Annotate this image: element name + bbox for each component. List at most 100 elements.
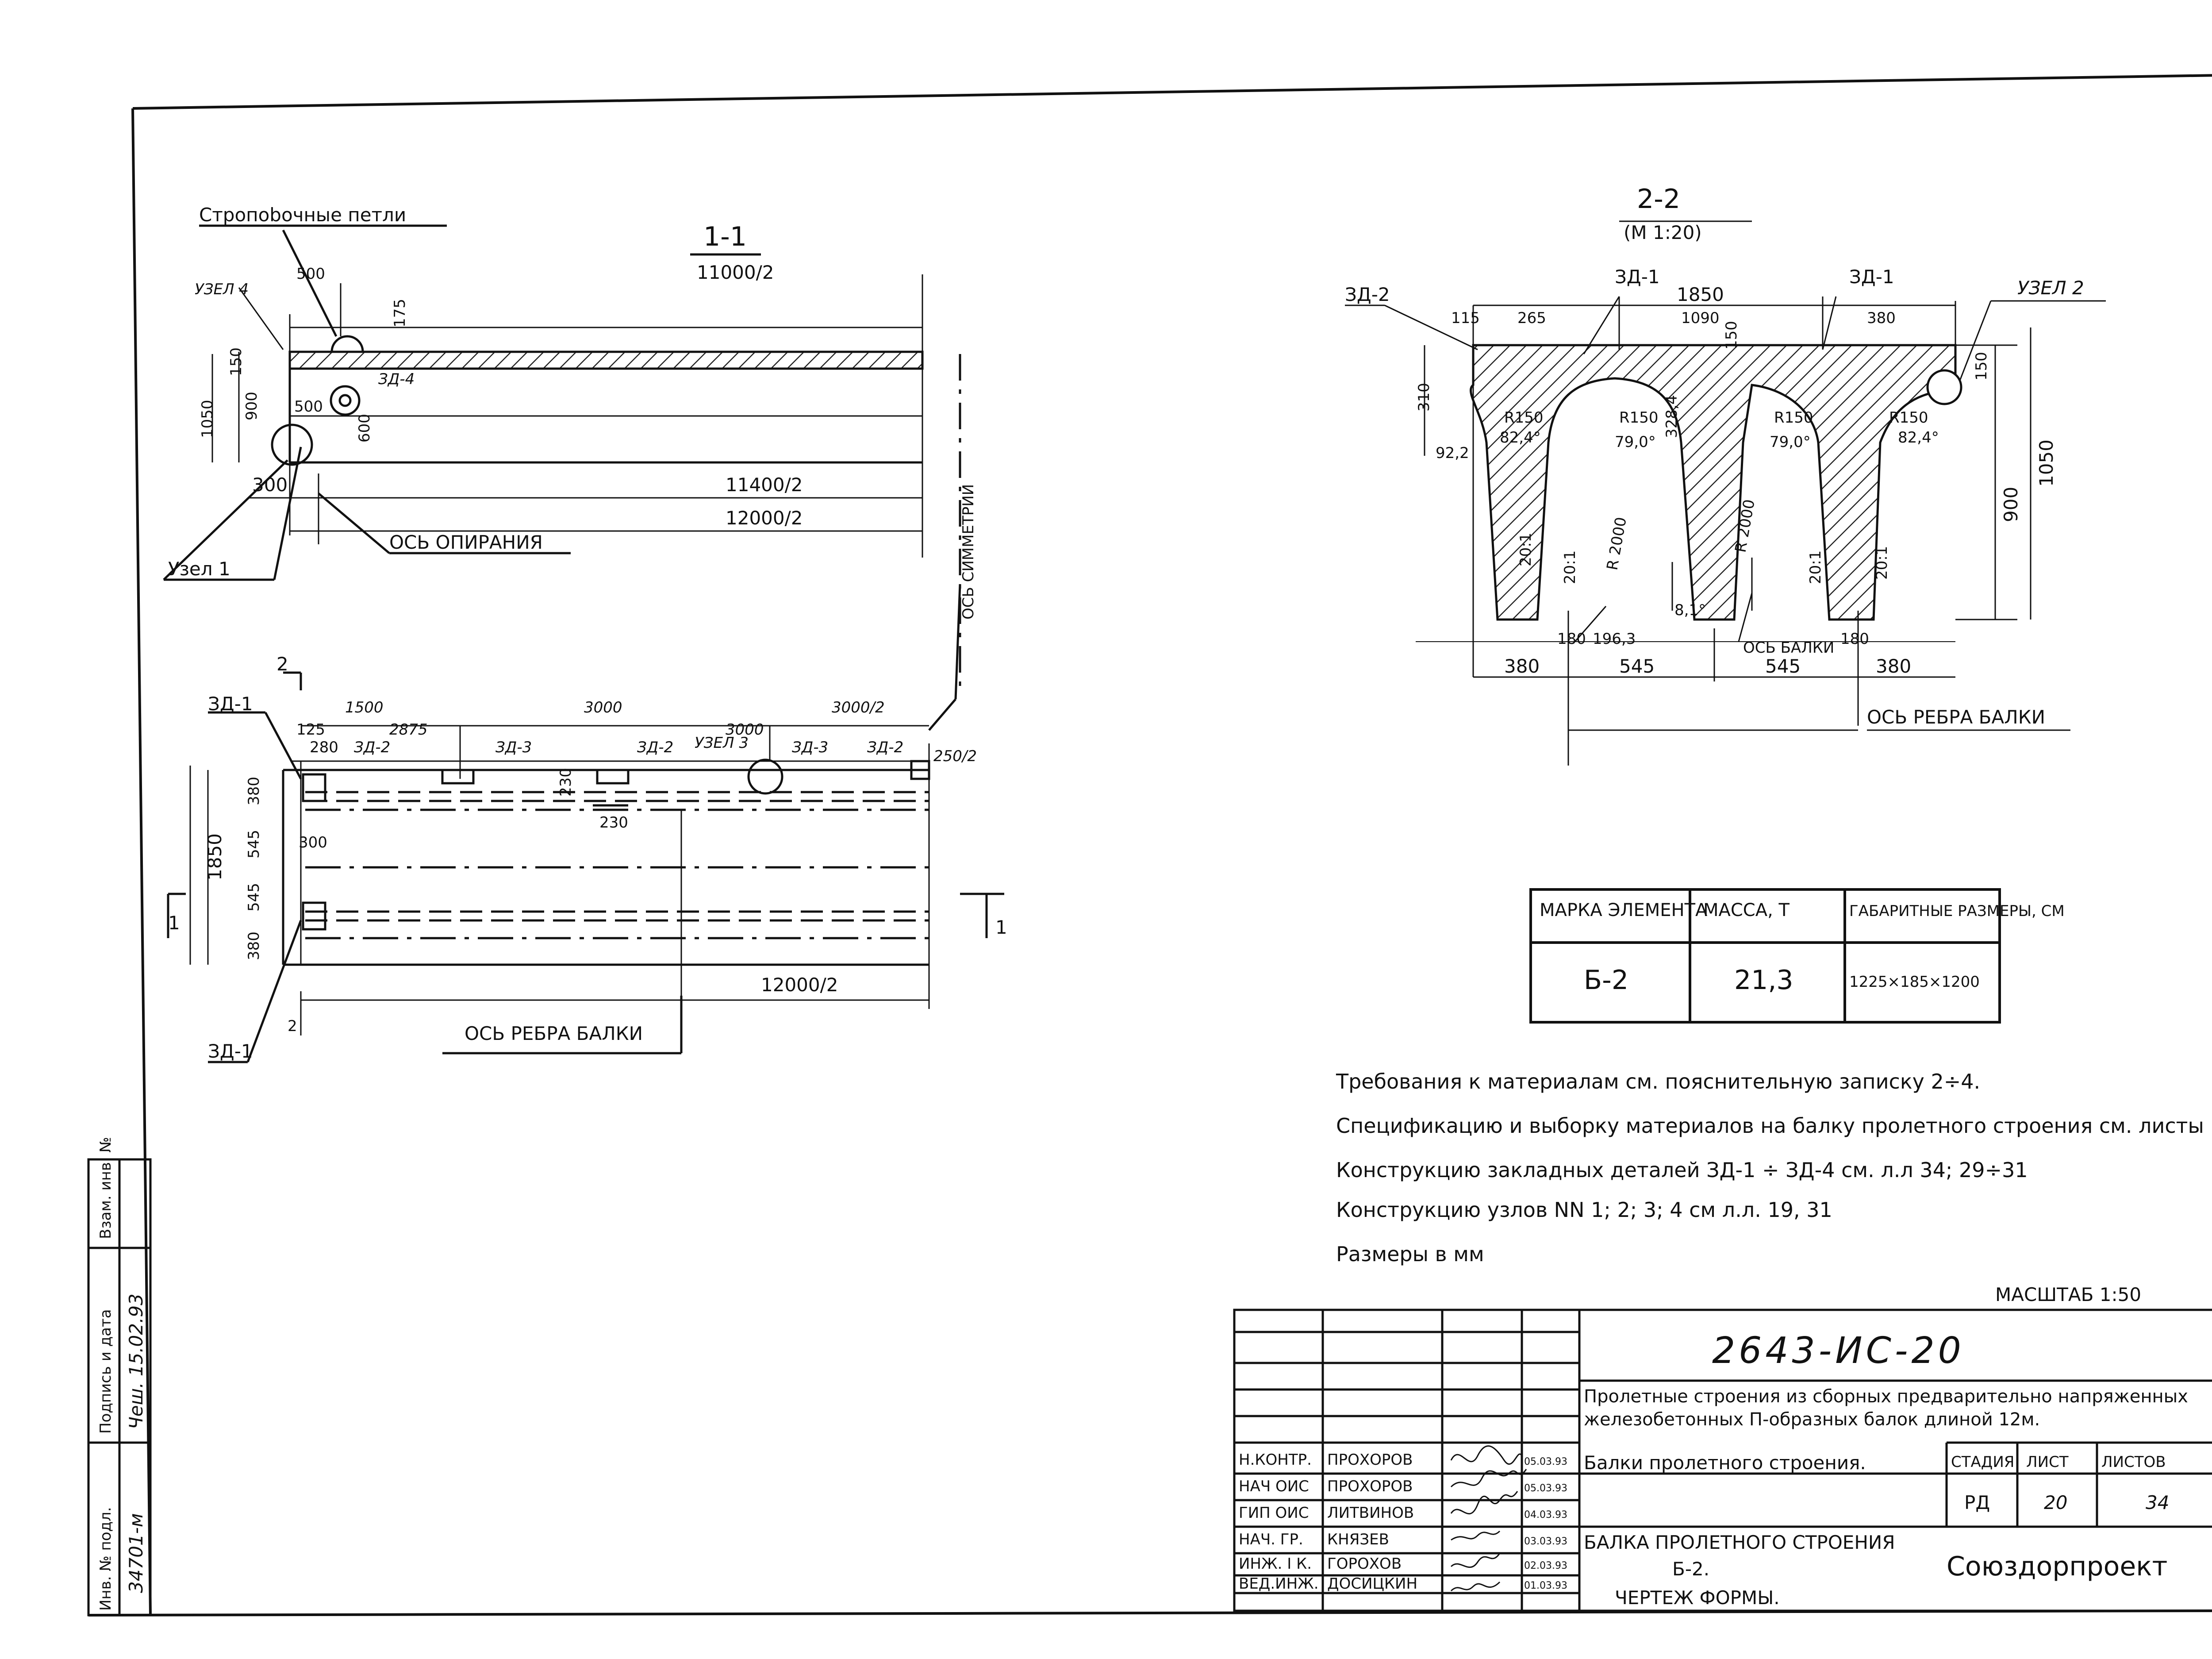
node4-label: УЗЕЛ 4 — [195, 281, 249, 298]
tb-project-box: Пролетные строения из сборных предварите… — [1584, 1386, 2188, 1430]
tb-sheets-header: ЛИСТОВ — [2101, 1453, 2166, 1471]
sec2-dim-380r: 380 — [1876, 655, 1911, 677]
plan-view — [167, 671, 1004, 1063]
plan-cut-right: 1 — [995, 916, 1007, 938]
note-5: Размеры в мм — [1336, 1242, 1484, 1266]
plan-dim-250-2: 250/2 — [933, 747, 977, 765]
signatures — [1450, 1445, 1527, 1592]
tb-sheet-title-1: БАЛКА ПРОЛЕТНОГО СТРОЕНИЯ — [1584, 1532, 1895, 1553]
plan-zd3a: ЗД-3 — [495, 739, 532, 756]
staff-role: НАЧ. ГР. — [1239, 1531, 1303, 1548]
plan-zd1-top: ЗД-1 — [208, 693, 253, 715]
sec2-r150b: R150 — [1619, 409, 1659, 427]
sec2-s20a: 20:1 — [1517, 533, 1535, 566]
sec2-r2000a: R 2000 — [1603, 516, 1630, 571]
sec2-dim-900: 900 — [2000, 487, 2022, 522]
note-3: Конструкцию закладных деталей ЗД-1 ÷ ЗД-… — [1336, 1158, 2028, 1182]
plan-zd2c: ЗД-2 — [867, 739, 903, 756]
plan-cut-left: 1 — [168, 912, 180, 934]
sec2-s20d: 20:1 — [1873, 546, 1891, 580]
dim-11400: 11400/2 — [726, 474, 803, 496]
element-table — [1529, 888, 2001, 1024]
sec2-r150d: R150 — [1889, 409, 1928, 427]
dim-1050: 1050 — [199, 400, 216, 438]
dim-500: 500 — [296, 265, 325, 283]
sec2-dim-150a: 150 — [1723, 321, 1740, 350]
sign-value: Чеш. 15.02.93 — [125, 1293, 147, 1429]
plan-dim-545b: 545 — [245, 883, 263, 912]
tb-sheet-header: ЛИСТ — [2026, 1453, 2069, 1471]
plan-zd2a: ЗД-2 — [354, 739, 390, 756]
staff-role: ИНЖ. I К. — [1239, 1555, 1312, 1573]
inv-value: 34701-м — [125, 1513, 147, 1593]
dim-150: 150 — [227, 347, 245, 376]
plan-dim-380a: 380 — [245, 777, 263, 805]
inv-label: Инв. № подл. — [97, 1507, 115, 1611]
staff-name: КНЯЗЕВ — [1327, 1531, 1389, 1548]
staff-date: 05.03.93 — [1524, 1483, 1567, 1494]
note-1: Требования к материалам см. пояснительну… — [1336, 1070, 1980, 1093]
plan-dim-3000-2: 3000/2 — [832, 699, 885, 716]
table-cell-mark: Б-2 — [1584, 965, 1628, 996]
staff-role: ВЕД.ИНЖ. — [1239, 1575, 1319, 1593]
plan-dim-1500: 1500 — [345, 699, 384, 716]
tb-sheet-title-3: ЧЕРТЕЖ ФОРМЫ. — [1615, 1587, 1780, 1609]
plan-dim-2875: 2875 — [389, 721, 428, 739]
sec2-s20c: 20:1 — [1807, 550, 1824, 584]
staff-date: 01.03.93 — [1524, 1580, 1567, 1591]
sec2-a790b: 79,0° — [1770, 433, 1811, 451]
table-header-size: ГАБАРИТНЫЕ РАЗМЕРЫ, СМ — [1849, 902, 2065, 920]
staff-name: ЛИТВИНОВ — [1327, 1504, 1414, 1522]
sec2-a790a: 79,0° — [1615, 433, 1656, 451]
note-2: Спецификацию и выборку материалов на бал… — [1336, 1114, 2212, 1138]
sec2-dim-180a: 180 — [1557, 630, 1586, 648]
zd4-label: ЗД-4 — [378, 370, 415, 388]
vzam-label: Взам. инв. № — [97, 1137, 115, 1239]
tb-part: Балки пролетного строения. — [1584, 1452, 1866, 1474]
sec2-dim-180b: 180 — [1840, 630, 1869, 648]
sec2-zd2: ЗД-2 — [1345, 284, 1390, 305]
staff-name: ПРОХОРОВ — [1327, 1478, 1413, 1495]
plan-dim-3000: 3000 — [584, 699, 622, 716]
tb-stage-header: СТАДИЯ — [1951, 1453, 2014, 1471]
node1-label: Узел 1 — [168, 558, 230, 580]
plan-dim-300: 300 — [299, 834, 327, 851]
sec2-dim-1090: 1090 — [1681, 309, 1720, 327]
staff-date: 04.03.93 — [1524, 1509, 1567, 1520]
plan-dim-380b: 380 — [245, 932, 263, 960]
staff-date: 03.03.93 — [1524, 1536, 1567, 1547]
tb-sheet: 20 — [2044, 1492, 2067, 1513]
table-header-mass: МАССА, Т — [1703, 900, 1790, 920]
staff-role: ГИП ОИС — [1239, 1504, 1309, 1522]
sec2-dim-328: 328,4 — [1663, 395, 1681, 438]
plan-dim-12000: 12000/2 — [761, 974, 838, 996]
tb-org: Союздорпроект — [1947, 1551, 2167, 1582]
section-1-1-subtitle: 11000/2 — [697, 262, 774, 283]
sec2-dim-545r: 545 — [1765, 655, 1801, 677]
section-1-1: Стропоbочные петли — [163, 204, 961, 731]
plan-dim-280: 280 — [310, 739, 338, 756]
tb-code: 2643-ИС-20 — [1712, 1330, 1965, 1372]
svg-text:Стропоbочные петли: Стропоbочные петли — [199, 204, 406, 226]
plan-dim-1850: 1850 — [204, 833, 226, 881]
plan-zd2b: ЗД-2 — [637, 739, 673, 756]
plan-dim-125: 125 — [296, 721, 325, 739]
sign-label: Подпись и дата — [97, 1309, 115, 1434]
symmetry-axis-label: ОСЬ СИММЕТРИИ — [960, 484, 977, 620]
sec2-a824b: 82,4° — [1898, 429, 1939, 447]
plan-zd1-bottom: ЗД-1 — [208, 1040, 253, 1062]
staff-role: Н.КОНТР. — [1239, 1451, 1312, 1469]
table-cell-size: 1225×185×1200 — [1849, 973, 1980, 991]
sec2-dim-150b: 150 — [1973, 352, 1990, 381]
title-block — [1233, 1309, 2212, 1612]
table-cell-mass: 21,3 — [1734, 965, 1793, 996]
dim-600: 600 — [356, 414, 373, 443]
sec2-dim-115: 115 — [1451, 309, 1480, 327]
plan-zd3b: ЗД-3 — [792, 739, 828, 756]
sec2-node2: УЗЕЛ 2 — [2017, 277, 2084, 299]
sec2-dim-1963: 196,3 — [1593, 630, 1636, 648]
dim-175: 175 — [391, 299, 409, 327]
sec2-dim-92: 92,2 — [1436, 444, 1469, 462]
plan-dim-230: 230 — [557, 768, 575, 797]
